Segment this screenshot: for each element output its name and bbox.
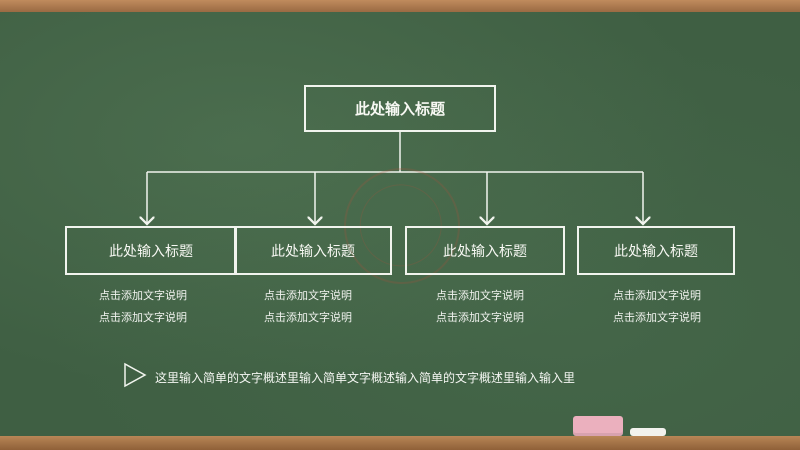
bottom-summary-text[interactable]: 这里输入简单的文字概述里输入简单文字概述输入简单的文字概述里输入输入里 xyxy=(155,371,576,385)
child-title-box-2[interactable]: 此处输入标题 xyxy=(234,226,392,275)
child-title-text-3: 此处输入标题 xyxy=(443,243,527,260)
chalk-icon xyxy=(630,428,666,436)
child-description-1: 点击添加文字说明 点击添加文字说明 xyxy=(53,285,233,329)
desc-line-4a: 点击添加文字说明 xyxy=(613,289,701,302)
child-description-3: 点击添加文字说明 点击添加文字说明 xyxy=(390,285,570,329)
child-title-box-4[interactable]: 此处输入标题 xyxy=(577,226,735,275)
child-title-box-3[interactable]: 此处输入标题 xyxy=(405,226,565,275)
desc-line-3b: 点击添加文字说明 xyxy=(436,311,524,324)
desc-line-2b: 点击添加文字说明 xyxy=(264,311,352,324)
root-title-text: 此处输入标题 xyxy=(354,100,445,118)
desc-line-1b: 点击添加文字说明 xyxy=(99,311,187,324)
frame-top-edge xyxy=(0,0,800,12)
desc-line-3a: 点击添加文字说明 xyxy=(436,289,524,302)
child-title-text-1: 此处输入标题 xyxy=(109,243,193,260)
frame-bottom-edge xyxy=(0,436,800,450)
child-title-text-2: 此处输入标题 xyxy=(271,243,355,260)
root-title-box[interactable]: 此处输入标题 xyxy=(304,85,496,132)
child-title-box-1[interactable]: 此处输入标题 xyxy=(65,226,237,275)
desc-line-4b: 点击添加文字说明 xyxy=(613,311,701,324)
child-description-4: 点击添加文字说明 点击添加文字说明 xyxy=(567,285,747,329)
play-triangle-icon xyxy=(124,362,147,388)
child-description-2: 点击添加文字说明 点击添加文字说明 xyxy=(218,285,398,329)
desc-line-1a: 点击添加文字说明 xyxy=(99,289,187,302)
child-title-text-4: 此处输入标题 xyxy=(614,243,698,260)
eraser-icon xyxy=(573,416,623,436)
desc-line-2a: 点击添加文字说明 xyxy=(264,289,352,302)
